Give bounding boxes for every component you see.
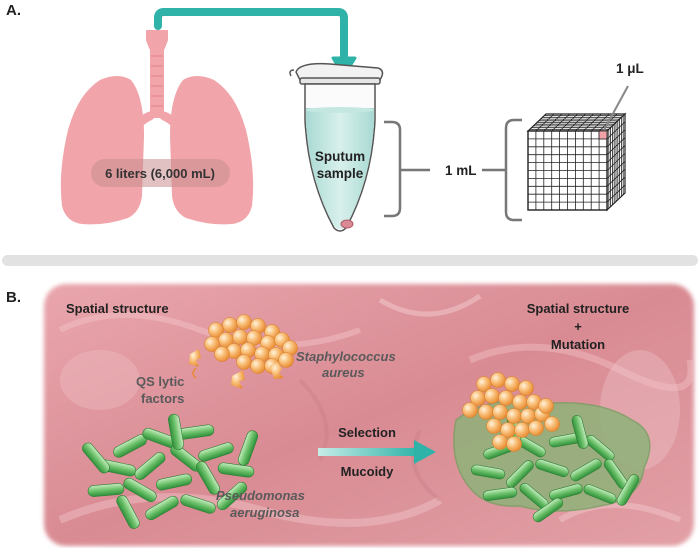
microliter-label: 1 μL bbox=[616, 61, 644, 76]
lysed-cell-icons bbox=[189, 349, 284, 389]
rod-cell bbox=[482, 487, 518, 501]
rod-cell bbox=[216, 481, 248, 511]
sample-volume-label: 1 mL bbox=[445, 163, 477, 178]
coccus-cell bbox=[538, 398, 554, 414]
coccus-cell bbox=[490, 372, 506, 388]
tube-label-line2: sample bbox=[317, 166, 364, 181]
rod-cell bbox=[470, 464, 506, 480]
coccus-cell bbox=[512, 394, 528, 410]
right-heading-line1: Spatial structure bbox=[527, 301, 630, 316]
selection-arrow-head-icon bbox=[414, 440, 436, 464]
rod-cell bbox=[198, 442, 234, 462]
coccus-cell bbox=[492, 404, 508, 420]
coccus-cell bbox=[484, 388, 500, 404]
pseudo-label-line1: Pseudomonas bbox=[216, 488, 305, 503]
rod-cell bbox=[217, 462, 255, 478]
coccus-cell bbox=[250, 358, 266, 374]
rod-cell bbox=[123, 477, 157, 503]
arrow-bottom-label: Mucoidy bbox=[341, 464, 394, 479]
staphylococcus-cluster-left bbox=[204, 314, 298, 374]
staph-label-line1: Staphylococcus bbox=[296, 349, 396, 364]
lungs-volume-pill bbox=[91, 159, 230, 187]
rod-cell bbox=[145, 495, 179, 521]
arrow-top-label: Selection bbox=[338, 425, 396, 440]
rod-cell bbox=[585, 434, 615, 462]
coccus-cell bbox=[544, 416, 560, 432]
coccus-cell bbox=[514, 422, 530, 438]
lungs-icon bbox=[60, 30, 254, 225]
staph-label-line2: aureus bbox=[322, 365, 365, 380]
rod-cell bbox=[237, 430, 259, 466]
panel-b: B. Spatial structure Spatial structure +… bbox=[6, 284, 695, 546]
selection-arrow-shaft bbox=[318, 448, 418, 456]
right-heading-line2: + bbox=[574, 319, 582, 334]
coccus-cell bbox=[486, 418, 502, 434]
rod-cell bbox=[571, 415, 589, 449]
rod-cell bbox=[168, 413, 184, 451]
coccus-cell bbox=[204, 336, 220, 352]
rod-cell bbox=[134, 452, 166, 480]
panel-a-label: A. bbox=[6, 2, 21, 19]
rod-cell bbox=[195, 461, 221, 495]
coccus-cell bbox=[506, 408, 522, 424]
coccus-cell bbox=[492, 434, 508, 450]
coccus-cell bbox=[236, 354, 252, 370]
right-heading-line3: Mutation bbox=[551, 337, 605, 352]
tube-label-line1: Sputum bbox=[315, 149, 365, 164]
rod-cell bbox=[570, 458, 602, 482]
panel-a: A. 6 liters (6,000 mL) Sputum sample bbox=[6, 2, 644, 232]
coccus-cell bbox=[498, 390, 514, 406]
microliter-leader bbox=[603, 85, 629, 131]
rod-cell bbox=[535, 458, 569, 478]
rod-cell bbox=[583, 484, 617, 504]
cube-bracket bbox=[504, 118, 522, 222]
qs-label-line1: QS lytic bbox=[136, 374, 184, 389]
coccus-cell bbox=[504, 376, 520, 392]
rod-cell bbox=[549, 483, 583, 501]
coccus-cell bbox=[528, 420, 544, 436]
rod-cell bbox=[616, 474, 640, 506]
transfer-arrow-path bbox=[154, 7, 348, 66]
left-heading: Spatial structure bbox=[66, 301, 169, 316]
sputum-tube-icon bbox=[289, 62, 384, 232]
coccus-cell bbox=[506, 436, 522, 452]
rod-cell bbox=[155, 473, 193, 491]
rod-cell bbox=[180, 494, 216, 514]
microliter-cell bbox=[598, 130, 608, 140]
coccus-cell bbox=[518, 380, 534, 396]
tube-bracket bbox=[384, 120, 402, 218]
lungs-volume-label: 6 liters (6,000 mL) bbox=[105, 166, 215, 181]
panel-b-label: B. bbox=[6, 289, 21, 306]
coccus-cell bbox=[478, 404, 494, 420]
grid-cube-icon bbox=[526, 112, 627, 212]
qs-label-line2: factors bbox=[141, 391, 184, 406]
pseudomonas-cluster-left bbox=[82, 413, 259, 529]
pseudo-label-line2: aeruginosa bbox=[230, 505, 299, 520]
coccus-cell bbox=[236, 314, 252, 330]
coccus-cell bbox=[214, 346, 230, 362]
rod-cell bbox=[87, 483, 125, 497]
rod-cell bbox=[532, 497, 564, 523]
rod-cell bbox=[82, 442, 110, 474]
coccus-cell bbox=[222, 317, 238, 333]
rod-cell bbox=[506, 460, 534, 488]
panel-separator bbox=[2, 255, 698, 266]
staphylococcus-cluster-right bbox=[462, 372, 560, 452]
coccus-cell bbox=[232, 329, 248, 345]
coccus-cell bbox=[462, 402, 478, 418]
rod-cell bbox=[116, 495, 140, 529]
coccus-cell bbox=[278, 352, 294, 368]
